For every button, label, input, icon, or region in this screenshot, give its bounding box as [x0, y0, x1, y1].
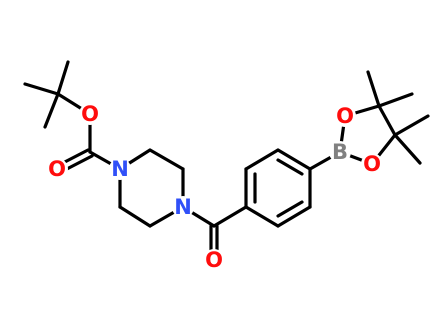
atom-label-nitrogen-2: N: [174, 195, 192, 219]
bond-tbu-quaternary-to-methyl-left: [23, 82, 60, 96]
atom-ester-oxygen: O: [79, 102, 101, 126]
bond-carbon-b-methyl-down: [393, 133, 422, 165]
atom-carbamate-carbonyl-oxygen: O: [46, 157, 68, 181]
atom-label-carbamate-oxygen: O: [48, 157, 66, 181]
bond-tbu-quaternary-to-methyl-top: [56, 60, 70, 96]
bond-benzene-3-4: [276, 148, 312, 171]
atom-label-amide-oxygen: O: [205, 248, 223, 272]
bond-benzene-5-6: [276, 205, 312, 228]
atom-label-nitrogen-1: N: [111, 157, 129, 181]
bond-tbu-quaternary-to-methyl-bottom: [43, 92, 60, 129]
atom-piperazine-nitrogen-1: N: [109, 157, 131, 181]
atom-boron: B: [329, 140, 351, 164]
bond-benzene-inner-top: [276, 158, 304, 176]
bond-amide-carbon-to-benzene: [212, 205, 248, 228]
atom-label-boronate-oxygen-top: O: [336, 104, 354, 128]
bond-benzene-2-3: [244, 148, 280, 171]
atom-amide-oxygen: O: [203, 248, 225, 272]
bond-ring-c-bottom-to-c-left: [118, 205, 152, 228]
atom-boronate-oxygen-top: O: [334, 104, 356, 128]
bond-benzene-6-1: [244, 205, 280, 228]
bond-ring-c-top-to-c-right: [148, 148, 185, 171]
bond-carbon-b-methyl-right: [393, 114, 430, 137]
bond-carbon-a-methyl-right: [377, 92, 414, 108]
atom-boronate-oxygen-bottom: O: [361, 152, 383, 176]
atom-label-boron: B: [332, 140, 348, 164]
bond-carbon-a-methyl-up: [366, 70, 381, 108]
atom-label-boronate-oxygen-bottom: O: [363, 152, 381, 176]
bond-benzene-inner-bottom: [276, 200, 304, 218]
atom-label-ester-oxygen: O: [81, 102, 99, 126]
atom-piperazine-nitrogen-2: N: [172, 195, 194, 219]
bond-carbon-a-to-carbon-b: [377, 104, 397, 137]
